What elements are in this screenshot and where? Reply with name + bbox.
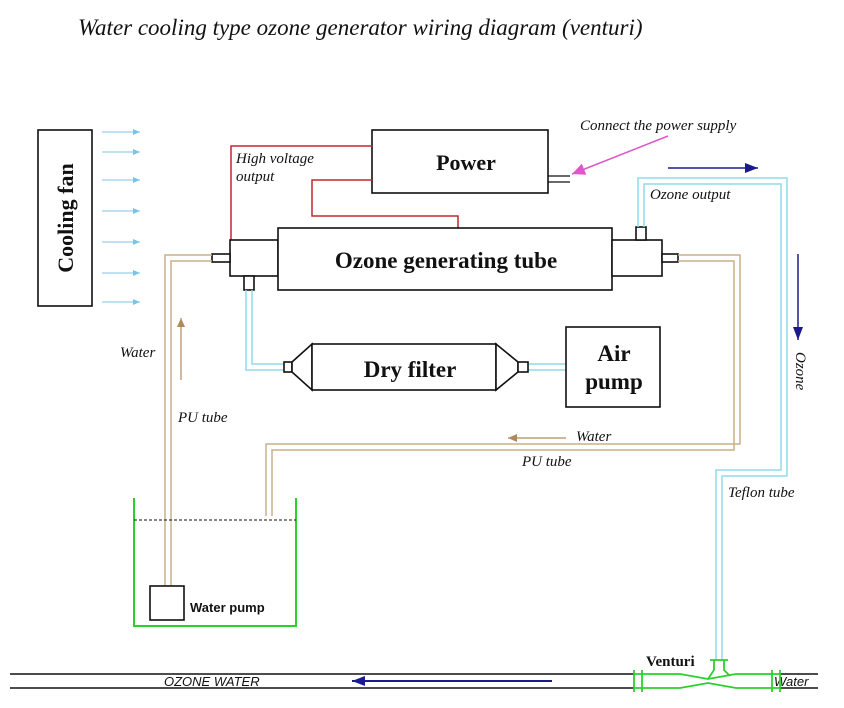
power-box: [371, 129, 549, 194]
tube-ozone-outlet: [635, 226, 647, 241]
tube-water-nozzle-left: [211, 253, 231, 263]
water-label-left: Water: [120, 345, 155, 361]
power-plug: [548, 175, 570, 183]
water-pump-label: Water pump: [190, 600, 265, 615]
ozone-output-line: [637, 177, 788, 660]
diagram-title: Water cooling type ozone generator wirin…: [78, 15, 643, 40]
cooling-water-lines: [164, 254, 741, 590]
tube-air-inlet: [243, 275, 255, 291]
power-label: Power: [436, 150, 496, 175]
pu-tube-label-left: PU tube: [177, 410, 228, 426]
water-tank: [133, 498, 297, 627]
hv-output-label-line2: output: [236, 169, 275, 185]
pu-tube-label-mid: PU tube: [521, 454, 572, 470]
water-pump-box: [149, 585, 185, 621]
teflon-tube-label: Teflon tube: [728, 485, 795, 501]
air-pump-label-line2: pump: [585, 369, 643, 394]
main-water-pipe: [10, 673, 818, 689]
tube-water-nozzle-right: [661, 253, 679, 263]
cooling-fan-label: Cooling fan: [53, 163, 78, 272]
connect-power-label: Connect the power supply: [580, 118, 737, 134]
ozone-vertical-label: Ozone: [792, 352, 808, 391]
dry-filter-label: Dry filter: [364, 357, 457, 382]
air-line: [245, 290, 566, 371]
water-label-mid: Water: [576, 429, 611, 445]
hv-output-label-line1: High voltage: [235, 151, 314, 167]
fan-airflow-arrows: [102, 129, 140, 305]
venturi-label: Venturi: [646, 654, 695, 670]
ozone-water-label: OZONE WATER: [164, 674, 260, 689]
power-supply-pointer: [571, 135, 669, 175]
dry-filter: [283, 342, 529, 392]
venturi-injector: [633, 659, 781, 692]
air-pump-label-line1: Air: [597, 341, 630, 366]
ozone-output-label: Ozone output: [650, 187, 731, 203]
high-voltage-wires: [230, 145, 459, 240]
ozone-tube-label: Ozone generating tube: [335, 248, 557, 273]
cooling-fan-box: [37, 129, 93, 307]
air-pump-box: [565, 326, 661, 408]
tube-end-cap-left: [229, 239, 279, 277]
water-inlet-label: Water: [774, 674, 809, 689]
tube-end-cap-right: [611, 239, 663, 277]
